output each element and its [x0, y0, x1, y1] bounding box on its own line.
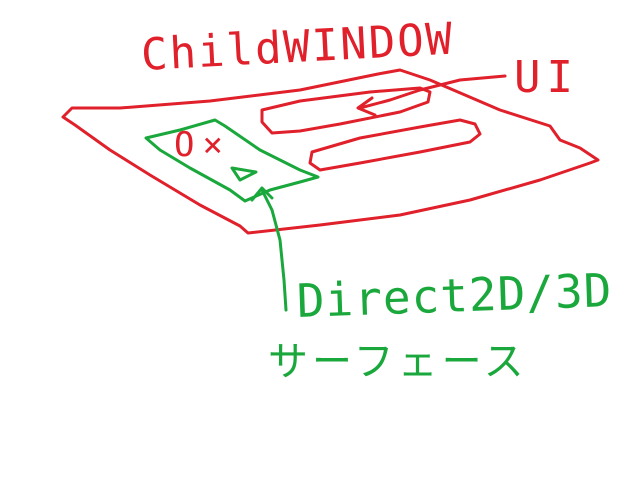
surface-label: サーフェース: [268, 339, 528, 385]
direct2d3d-label: Direct2D/3D: [295, 262, 614, 328]
ui-pointer-arrow: [358, 74, 507, 110]
ui-pointer-arrowhead: [356, 96, 377, 117]
child-window-outline: [61, 68, 600, 235]
ui-element-bottom: [308, 118, 482, 172]
surface-pointer-arrow: [260, 188, 288, 312]
ui-element-top: [260, 86, 432, 135]
triangle-icon: [230, 166, 258, 182]
surface-symbols: O×: [174, 125, 231, 165]
ui-label: UI: [514, 52, 579, 103]
surface-pointer-arrowhead: [250, 186, 274, 202]
surface-outline: [144, 118, 320, 203]
